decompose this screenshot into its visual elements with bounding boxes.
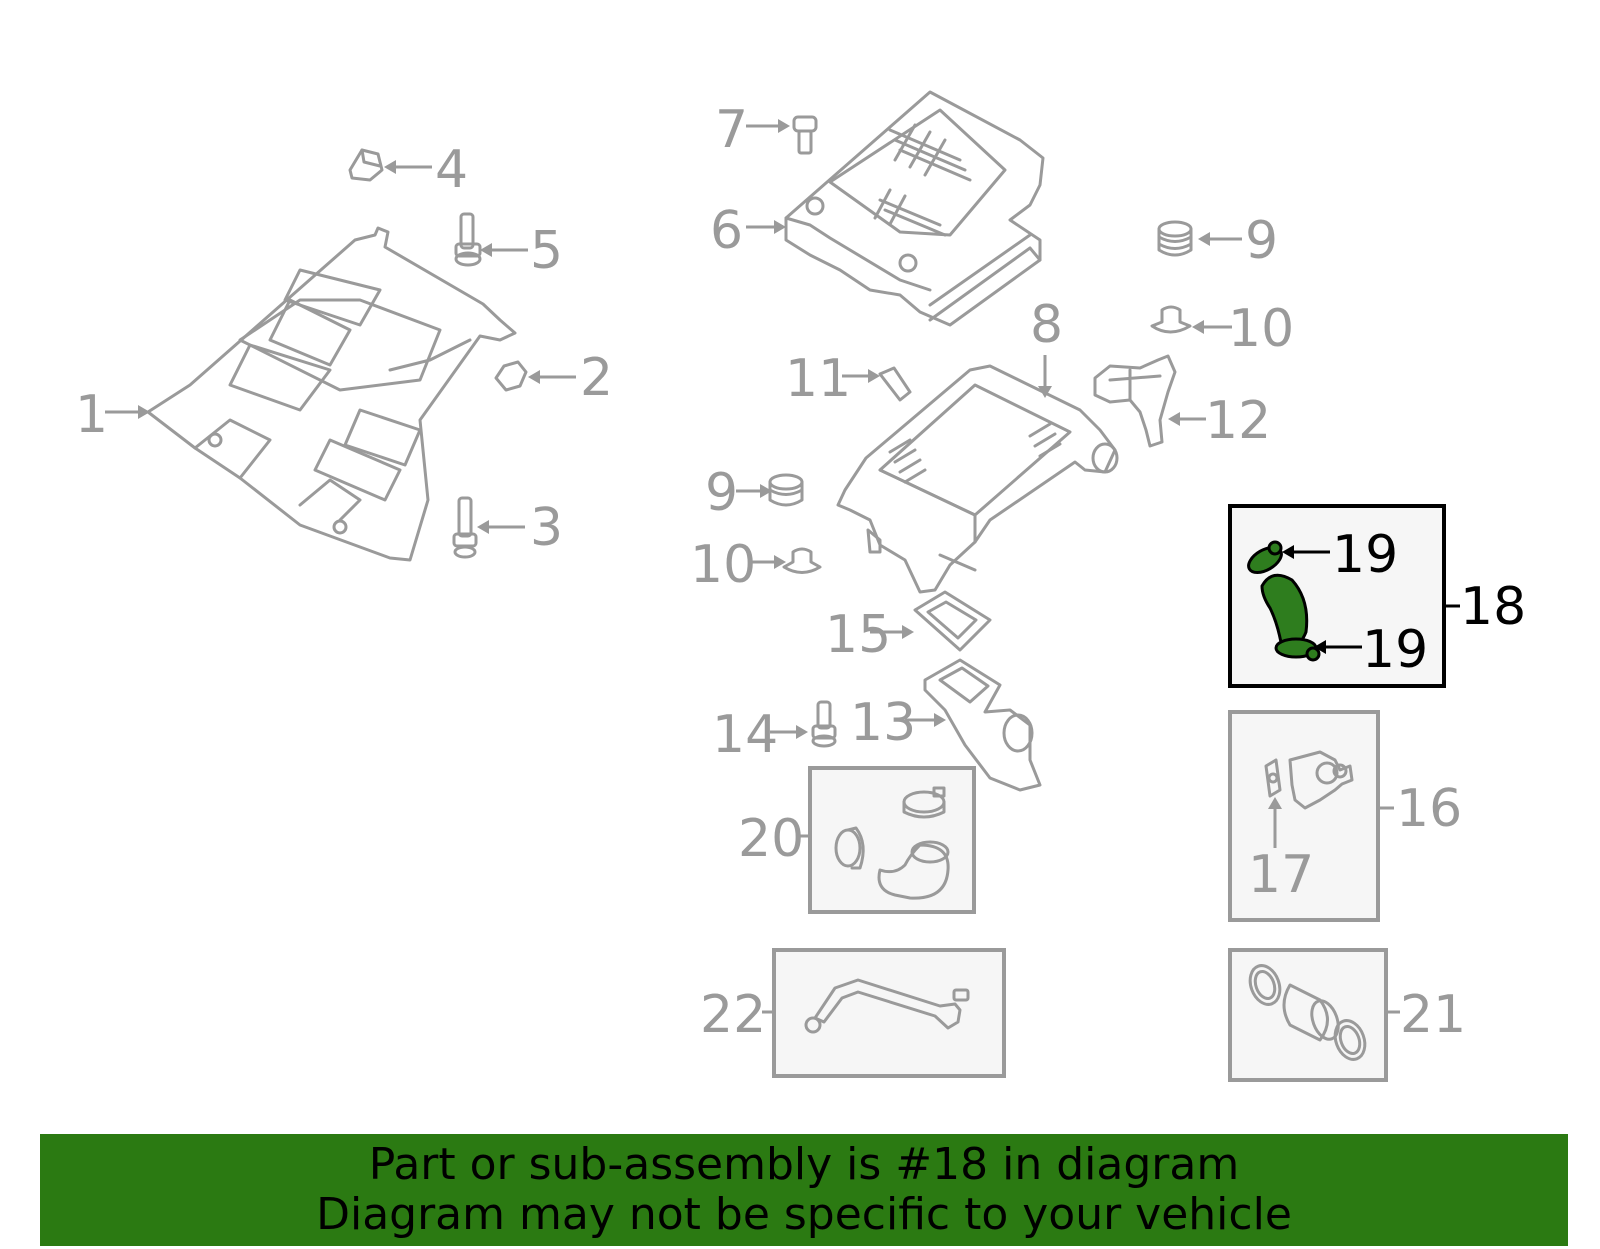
callout-14: 14 [712, 705, 778, 765]
callout-2: 2 [580, 348, 613, 408]
info-banner: Part or sub-assembly is #18 in diagram D… [40, 1134, 1568, 1246]
callout-8: 8 [1030, 295, 1063, 355]
callout-7: 7 [715, 100, 748, 160]
callout-10-upper: 10 [1228, 299, 1294, 359]
callout-19-lower: 19 [1362, 620, 1428, 680]
callout-22: 22 [700, 985, 766, 1045]
callout-21: 21 [1400, 985, 1466, 1045]
callout-11: 11 [785, 349, 851, 409]
part-16-box[interactable] [1228, 710, 1380, 922]
part-11-bracket[interactable] [878, 366, 912, 402]
part-10-grommet-lower[interactable] [782, 547, 822, 574]
callout-13: 13 [850, 693, 916, 753]
part-20-clamp-top[interactable] [902, 786, 946, 819]
part-20-elbow[interactable] [877, 840, 950, 900]
part-17-gasket[interactable] [1264, 758, 1282, 798]
part-13-duct[interactable] [923, 658, 1042, 792]
callout-3: 3 [530, 498, 563, 558]
callout-1: 1 [75, 385, 108, 445]
part-10-grommet-upper[interactable] [1150, 305, 1192, 334]
part-15-gasket[interactable] [913, 590, 992, 652]
part-4-clip[interactable] [348, 148, 384, 182]
part-12-bracket[interactable] [1093, 354, 1177, 448]
part-21-clamp-right[interactable] [1330, 1016, 1370, 1063]
callout-18: 18 [1460, 577, 1526, 637]
part-21-box[interactable] [1228, 948, 1388, 1082]
callout-9-upper: 9 [1245, 211, 1278, 271]
part-6-air-filter-housing[interactable] [784, 90, 1045, 327]
part-21-clamp-left[interactable] [1245, 961, 1285, 1008]
part-7-bolt[interactable] [792, 115, 818, 155]
banner-line-2: Diagram may not be specific to your vehi… [316, 1189, 1292, 1240]
part-8-intercooler[interactable] [836, 364, 1119, 594]
part-21-hose[interactable] [1282, 983, 1343, 1043]
callout-15: 15 [825, 605, 891, 665]
part-14-bolt[interactable] [811, 700, 837, 748]
part-20-clamp-left[interactable] [834, 826, 865, 870]
part-22-tube[interactable] [804, 978, 970, 1034]
part-9-grommet-upper[interactable] [1157, 220, 1193, 257]
callout-20: 20 [738, 809, 804, 869]
part-22-box[interactable] [772, 948, 1006, 1078]
part-20-box[interactable] [808, 766, 976, 914]
part-1-engine-shield[interactable] [146, 226, 517, 562]
part-9-grommet-lower[interactable] [768, 473, 804, 507]
callout-9-lower: 9 [705, 463, 738, 523]
banner-line-1: Part or sub-assembly is #18 in diagram [368, 1139, 1240, 1190]
callout-5: 5 [530, 221, 563, 281]
part-19-clamp-upper[interactable] [1244, 540, 1285, 578]
part-18-box[interactable] [1228, 504, 1446, 688]
callout-6: 6 [710, 201, 743, 261]
callout-12: 12 [1205, 391, 1271, 451]
callout-19-upper: 19 [1332, 525, 1398, 585]
callout-10-lower: 10 [690, 535, 756, 595]
callout-16: 16 [1396, 779, 1462, 839]
part-5-bolt[interactable] [454, 212, 482, 267]
callout-17: 17 [1248, 845, 1314, 905]
part-3-bolt[interactable] [452, 496, 478, 559]
callout-4: 4 [435, 140, 468, 200]
part-2-nut[interactable] [494, 360, 528, 392]
part-16-valve[interactable] [1288, 750, 1354, 810]
